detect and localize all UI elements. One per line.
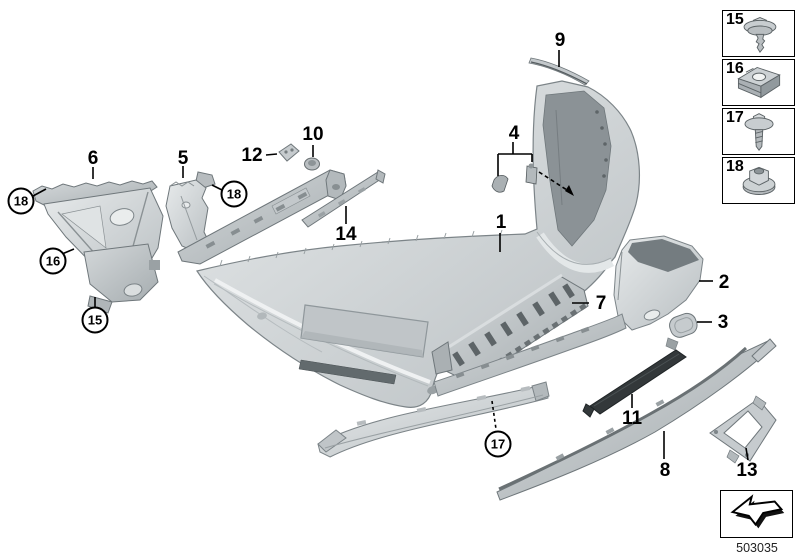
next-diagram-arrow-icon [730,494,785,529]
callout-10[interactable]: 10 [302,124,324,145]
callout-9[interactable]: 9 [554,30,566,51]
callout-13[interactable]: 13 [736,460,758,481]
callout-14[interactable]: 14 [335,224,357,245]
circled-callout-16[interactable]: 16 [39,247,67,275]
part-shape-mount-frame [709,395,777,464]
circled-callout-15[interactable]: 15 [81,306,109,334]
next-diagram-arrow-button[interactable] [720,490,793,538]
callout-6[interactable]: 6 [87,148,99,169]
callout-3[interactable]: 3 [717,312,729,333]
part-shape-grille-strip [582,349,687,418]
diagram-code: 503035 [736,541,778,555]
part-shape-upper-strip [528,57,590,86]
cage-nut-icon [737,66,781,99]
expanding-rivet-icon [743,17,777,54]
sheet-metal-screw-icon [744,113,774,151]
part-shape-side-strip [301,169,386,228]
part-shape-bumper-panel [196,80,640,408]
part-shape-lower-valance [433,235,704,397]
part-shape-grommet [304,157,320,171]
legend-item-17[interactable]: 17 [722,108,795,155]
callout-4[interactable]: 4 [508,123,520,144]
part-shape-tow-eye-flap [665,312,698,351]
circled-callout-18-left[interactable]: 18 [7,187,35,215]
callout-11[interactable]: 11 [621,408,643,429]
legend-item-16[interactable]: 16 [722,59,795,106]
callout-5[interactable]: 5 [177,148,189,169]
legend-number: 18 [726,158,744,175]
part-shape-adapter-plate [278,143,300,162]
callout-2[interactable]: 2 [718,272,730,293]
legend-number: 16 [726,60,744,77]
leader-arrowhead [565,185,574,196]
part-shape-bracket-set [491,163,538,193]
circled-callout-18-bracket[interactable]: 18 [220,180,248,208]
leader-lines [32,50,749,461]
plastic-nut-icon [742,166,776,195]
legend-item-18[interactable]: 18 [722,157,795,204]
fastener-legend: 15 16 17 18 [722,10,795,206]
callout-8[interactable]: 8 [659,460,671,481]
part-shape-side-bracket-left [32,180,164,314]
legend-number: 15 [726,11,744,28]
callout-12[interactable]: 12 [241,145,263,166]
callout-7[interactable]: 7 [595,293,607,314]
part-shape-lower-strip [496,338,777,501]
legend-number: 17 [726,109,744,126]
legend-item-15[interactable]: 15 [722,10,795,57]
part-shape-guide-bracket [165,169,347,265]
part-shape-diffuser-trim [317,381,550,458]
callout-1[interactable]: 1 [495,212,507,233]
circled-callout-17[interactable]: 17 [484,430,512,458]
